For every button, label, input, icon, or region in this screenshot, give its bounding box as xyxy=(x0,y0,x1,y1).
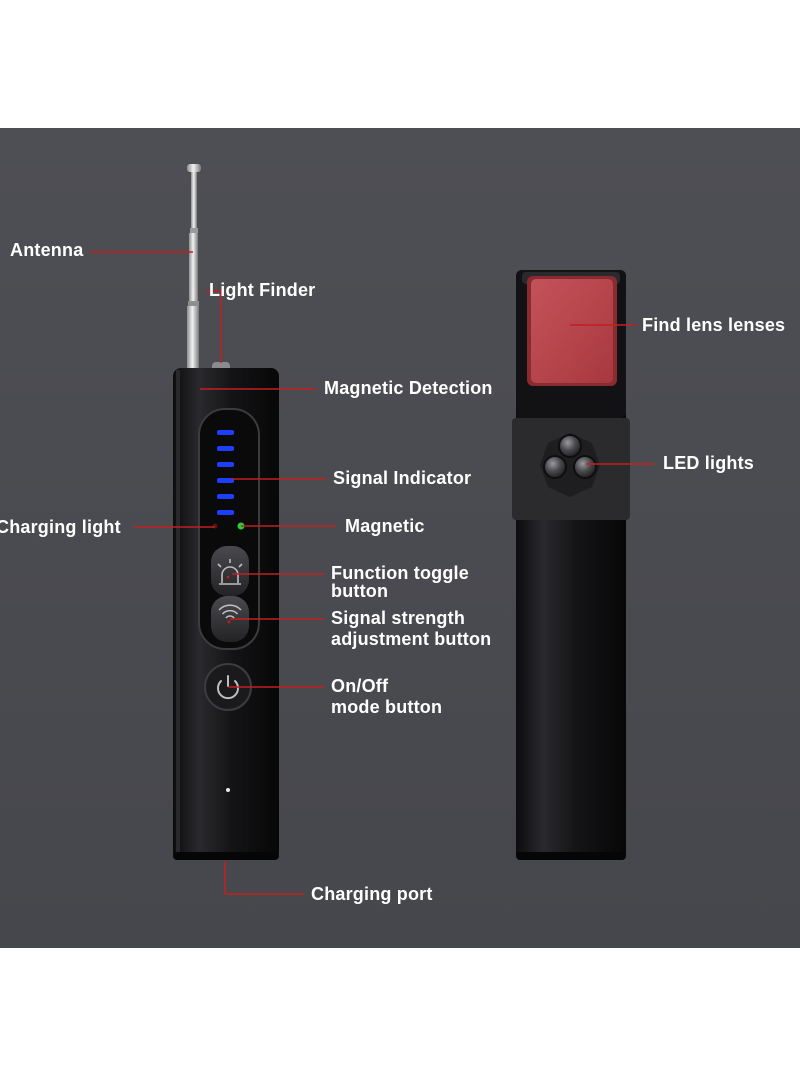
detector-device xyxy=(173,164,279,860)
label-charging-port: Charging port xyxy=(311,884,433,904)
label-find-lens: Find lens lenses xyxy=(642,315,786,335)
label-led-lights: LED lights xyxy=(663,453,754,473)
label-onoff: On/Off mode button xyxy=(331,676,442,718)
devices-illustration xyxy=(90,164,655,895)
function-toggle-button[interactable] xyxy=(211,546,249,596)
label-signal-strength-line1: Signal strength xyxy=(331,608,466,628)
label-function-toggle-line1: Function toggle xyxy=(331,563,469,583)
label-onoff-line1: On/Off xyxy=(331,676,389,696)
label-function-toggle-line2: button xyxy=(331,581,389,601)
label-charging-light: Charging light xyxy=(0,517,121,537)
label-signal-strength: Signal strength adjustment button xyxy=(331,608,491,650)
label-signal-indicator: Signal Indicator xyxy=(333,468,472,488)
reset-pinhole xyxy=(226,788,230,792)
antenna-rod xyxy=(187,164,201,370)
find-lens-filter xyxy=(531,279,613,383)
label-magnetic: Magnetic xyxy=(345,516,425,536)
diagram-panel: Antenna Light Finder Magnetic Detection … xyxy=(0,128,800,948)
label-onoff-line2: mode button xyxy=(331,697,443,717)
lens-finder-device xyxy=(512,270,630,860)
label-antenna: Antenna xyxy=(10,240,84,260)
label-magnetic-detection: Magnetic Detection xyxy=(324,378,493,398)
leader-lines xyxy=(90,251,655,895)
label-light-finder: Light Finder xyxy=(209,280,316,300)
signal-indicator-leds xyxy=(217,430,234,515)
wifi-signal-icon xyxy=(218,604,242,624)
led-lights xyxy=(543,434,597,479)
label-signal-strength-line2: adjustment button xyxy=(331,629,492,649)
label-function-toggle: Function toggle button xyxy=(331,563,469,602)
